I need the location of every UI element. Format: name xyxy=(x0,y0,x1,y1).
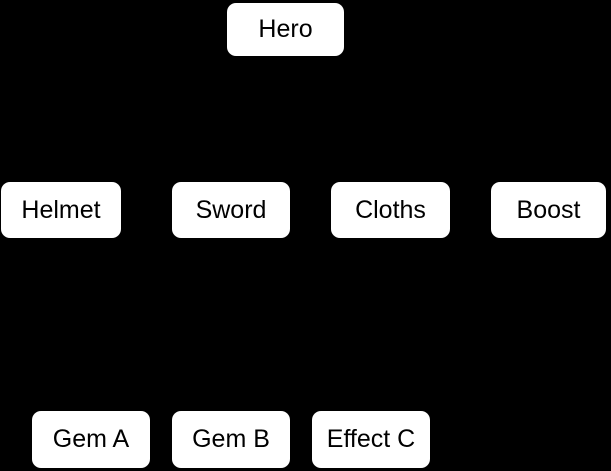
node-label: Gem A xyxy=(52,425,130,453)
node-effect-c: Effect C xyxy=(312,411,430,468)
node-label: Sword xyxy=(195,195,267,224)
node-label: Effect C xyxy=(326,425,416,453)
node-label: Helmet xyxy=(21,195,101,224)
node-gem-b: Gem B xyxy=(172,411,290,468)
node-sword: Sword xyxy=(172,182,290,238)
node-label: Boost xyxy=(516,195,581,224)
node-helmet: Helmet xyxy=(1,182,121,238)
node-hero: Hero xyxy=(227,3,344,56)
node-label: Gem B xyxy=(192,425,270,453)
node-label: Cloths xyxy=(355,195,426,224)
node-gem-a: Gem A xyxy=(32,411,150,468)
node-cloths: Cloths xyxy=(331,182,450,238)
node-boost: Boost xyxy=(491,182,606,238)
node-label: Hero xyxy=(258,15,313,43)
